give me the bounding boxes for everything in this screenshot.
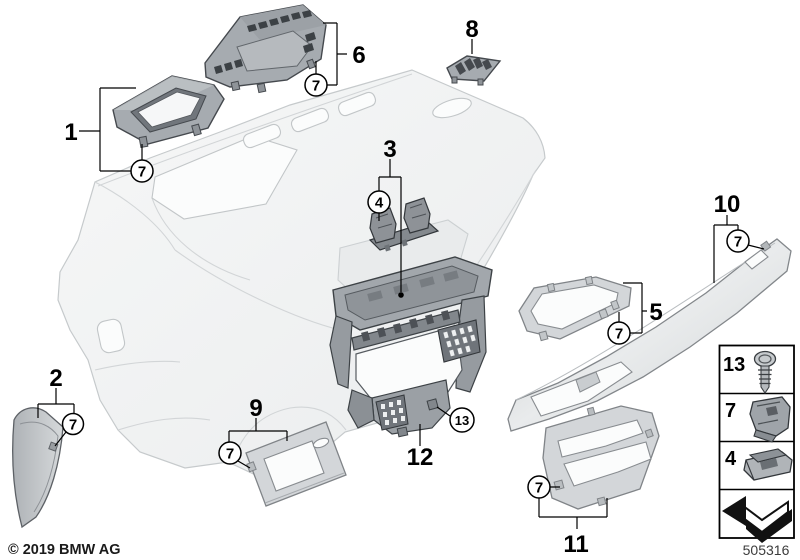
fastener-legend: 13 7 4 <box>718 344 795 543</box>
label-part-3[interactable]: 3 <box>383 136 396 163</box>
callout-screw-13[interactable]: 13 <box>449 407 475 433</box>
perforations <box>443 325 476 357</box>
legend-7-label: 7 <box>725 400 736 422</box>
callout-clip-7[interactable]: 7 <box>304 73 328 97</box>
replacement-arrow-icon <box>722 496 792 543</box>
callout-7-text: 7 <box>226 446 234 463</box>
legend-row-screw[interactable]: 13 <box>723 350 777 394</box>
label-part-1[interactable]: 1 <box>64 119 77 146</box>
legend-4-label: 4 <box>725 448 737 470</box>
defroster-slot <box>337 91 377 117</box>
callout-4-text: 4 <box>375 195 384 212</box>
label-part-9[interactable]: 9 <box>249 395 262 422</box>
part-center-frame-trim <box>518 275 632 342</box>
legend-row-spring-clip[interactable]: 7 <box>725 396 791 443</box>
part-lower-trim <box>245 421 347 507</box>
callout-13-text: 13 <box>455 413 469 428</box>
vent-slots <box>455 57 492 75</box>
part-decor-trim-strip <box>507 238 792 432</box>
label-part-10[interactable]: 10 <box>714 191 741 218</box>
part-number-labels: 1 2 3 5 6 8 9 10 11 12 <box>49 16 740 558</box>
carrier-teeth <box>361 310 451 342</box>
part-vent-grille <box>446 55 502 86</box>
fastener-callouts: 7 7 7 7 7 7 7 4 <box>61 73 750 499</box>
callout-7-text: 7 <box>615 326 623 343</box>
part-display-frame <box>112 75 225 149</box>
label-part-2[interactable]: 2 <box>49 365 62 392</box>
label-part-5[interactable]: 5 <box>649 299 662 326</box>
callout-clip-7[interactable]: 7 <box>61 412 85 436</box>
defroster-slot <box>242 123 282 149</box>
part-speaker-grille-panel <box>204 4 327 94</box>
part-climate-trim <box>542 405 660 510</box>
legend-row-clamp-clip[interactable]: 4 <box>725 448 793 481</box>
copyright-text: © 2019 BMW AG <box>8 542 120 558</box>
callout-clip-7[interactable]: 7 <box>607 321 631 345</box>
callout-clip-7[interactable]: 7 <box>527 475 551 499</box>
callout-7-text: 7 <box>734 234 742 251</box>
legend-13-label: 13 <box>723 354 745 376</box>
callout-7-text: 7 <box>138 164 146 181</box>
leader-lines <box>37 22 765 529</box>
grille-slots <box>214 10 316 74</box>
defroster-slot <box>290 107 330 133</box>
side-vent-opening <box>96 318 126 354</box>
callout-clamp-4[interactable]: 4 <box>367 190 391 214</box>
speaker-opening <box>432 97 472 119</box>
diagram-number: 505316 <box>743 542 790 558</box>
part-side-end-cap <box>12 407 64 529</box>
label-part-11[interactable]: 11 <box>563 531 588 558</box>
part-mounting-rail <box>368 197 440 252</box>
screw-icon <box>753 350 777 394</box>
callout-7-text: 7 <box>69 417 77 434</box>
clamp-clip-icon <box>743 448 793 481</box>
part-center-carrier <box>329 256 493 438</box>
label-part-12[interactable]: 12 <box>407 444 434 471</box>
spring-clip-icon <box>749 396 791 443</box>
callout-7-text: 7 <box>312 78 320 95</box>
perforations-lower <box>381 400 405 425</box>
label-part-6[interactable]: 6 <box>352 42 365 69</box>
callout-clip-7[interactable]: 7 <box>130 159 154 183</box>
callout-clip-7[interactable]: 7 <box>726 229 750 253</box>
callout-7-text: 7 <box>535 480 543 497</box>
legend-row-replacement[interactable] <box>722 496 792 543</box>
callout-clip-7[interactable]: 7 <box>218 441 242 465</box>
label-part-8[interactable]: 8 <box>465 16 478 43</box>
